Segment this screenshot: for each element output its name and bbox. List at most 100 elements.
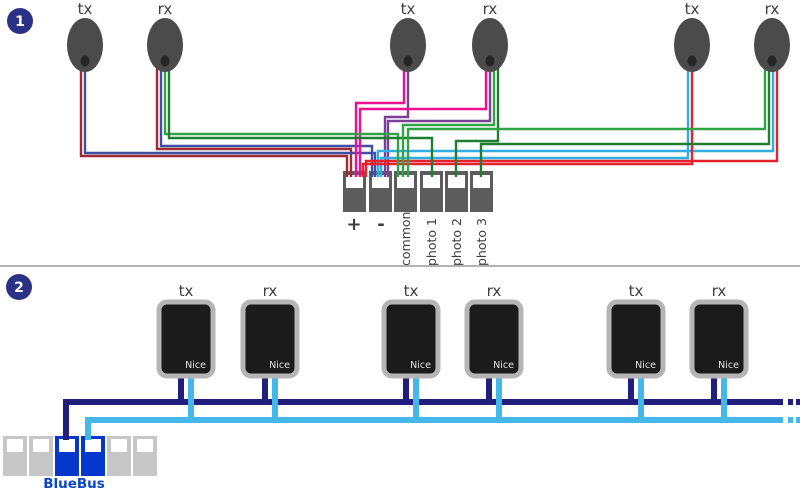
photocell-tx3: [674, 18, 710, 72]
photocell-tx1: [67, 18, 103, 72]
terminal-label-photo3: photo 3: [474, 218, 489, 266]
wire-rx-3-to-+: [364, 60, 779, 177]
terminal-common: [394, 171, 417, 212]
nice-photocell-tx1: Nice: [156, 299, 216, 379]
terminal-photo1: [420, 171, 443, 212]
device-label-tx1: tx: [78, 0, 93, 18]
wire-rx-2-to--: [386, 60, 492, 177]
wire-rx-2-to-+: [358, 60, 488, 177]
photocell-body: [472, 18, 508, 72]
terminal-photo3: [470, 171, 493, 212]
terminal-minus: [369, 171, 392, 212]
nice-photocell-tx3: Nice: [606, 299, 666, 379]
terminal-screw: [59, 439, 75, 452]
terminal-screw: [33, 439, 49, 452]
nice-brand-label: Nice: [269, 360, 290, 371]
section1-badge: [7, 8, 33, 34]
terminal-bluebus-1: [55, 436, 79, 476]
terminal-plus: [343, 171, 366, 212]
device-label-tx2: tx: [404, 282, 419, 300]
wire-rx-2-to-common: [401, 60, 496, 177]
nice-brand-label: Nice: [185, 360, 206, 371]
photocell-tx2: [390, 18, 426, 72]
nice-photocell-body: [464, 299, 524, 379]
device-label-rx3: rx: [712, 282, 727, 300]
device-label-rx1: rx: [263, 282, 278, 300]
wire-rx-1-to--: [159, 60, 374, 177]
nice-photocell-body: [381, 299, 441, 379]
wire-tx-2-to--: [383, 60, 410, 177]
photocell-lens: [485, 55, 495, 67]
terminal-label-photo1: photo 1: [424, 218, 439, 266]
wire-rx-1-to-common: [163, 60, 400, 177]
nice-photocell-rx1: Nice: [240, 299, 300, 379]
terminal-screw: [423, 175, 440, 188]
bluebus-navy-wire: [63, 372, 800, 440]
terminal-2-5: [107, 436, 131, 476]
terminal-screw: [111, 439, 127, 452]
terminal-block-1: [343, 171, 493, 212]
nice-brand-label: Nice: [718, 360, 739, 371]
device-label-tx3: tx: [629, 282, 644, 300]
nice-photocell-body: [240, 299, 300, 379]
photocell-body: [754, 18, 790, 72]
wire-tx-3-to--: [379, 60, 690, 177]
nice-photocell-tx2: Nice: [381, 299, 441, 379]
photocell-rx1: [147, 18, 183, 72]
terminal-2-2: [29, 436, 53, 476]
wire-rx-3-to--: [376, 60, 775, 177]
terminal-2-1: [3, 436, 27, 476]
terminal-label-minus: -: [377, 214, 384, 235]
photocell-lens: [403, 55, 413, 67]
photocell-lens: [80, 55, 90, 67]
photocell-lens: [160, 55, 170, 67]
device-label-rx1: rx: [158, 0, 173, 18]
section2-badge-number: 2: [14, 280, 24, 296]
terminal-screw: [448, 175, 465, 188]
terminal-screw: [473, 175, 490, 188]
terminal-screw: [7, 439, 23, 452]
bluebus-label: BlueBus: [43, 476, 105, 489]
nice-photocell-body: [689, 299, 749, 379]
photocell-body: [147, 18, 183, 72]
photocell-body: [390, 18, 426, 72]
wire-tx-1-to-+: [79, 60, 349, 177]
terminal-screw: [397, 175, 414, 188]
section1-badge-number: 1: [15, 14, 25, 30]
photocell-rx3: [754, 18, 790, 72]
photocell-lens: [767, 55, 777, 67]
photocell-lens: [687, 55, 697, 67]
terminal-block-2: [3, 436, 157, 476]
device-label-rx2: rx: [483, 0, 498, 18]
nice-brand-label: Nice: [493, 360, 514, 371]
section2-badge: [6, 274, 32, 300]
device-label-rx2: rx: [487, 282, 502, 300]
terminal-2-6: [133, 436, 157, 476]
wire-tx-2-to-+: [354, 60, 406, 177]
terminal-label-common: common: [398, 212, 413, 266]
section1-wires: [79, 60, 779, 177]
wire-rx-3-to-photo 3: [479, 60, 771, 177]
terminal-label-plus: +: [346, 214, 361, 235]
device-label-rx3: rx: [765, 0, 780, 18]
section1: 1: [7, 0, 790, 266]
terminal-screw: [85, 439, 101, 452]
terminal-screw: [346, 175, 363, 188]
device-label-tx3: tx: [685, 0, 700, 18]
section2: 2: [3, 274, 800, 489]
wire-tx-1-to--: [83, 60, 377, 177]
nice-brand-label: Nice: [635, 360, 656, 371]
wire-rx-2-to-photo 2: [454, 60, 500, 177]
terminal-label-photo2: photo 2: [449, 218, 464, 266]
terminal-bluebus-2: [81, 436, 105, 476]
device-label-tx1: tx: [179, 282, 194, 300]
terminal-photo2: [445, 171, 468, 212]
terminal-screw: [137, 439, 153, 452]
photocell-body: [67, 18, 103, 72]
nice-photocell-body: [156, 299, 216, 379]
photocell-rx2: [472, 18, 508, 72]
bluebus-lightblue-wire: [85, 372, 800, 440]
terminal-screw: [372, 175, 389, 188]
wire-rx-1-to-+: [155, 60, 353, 177]
